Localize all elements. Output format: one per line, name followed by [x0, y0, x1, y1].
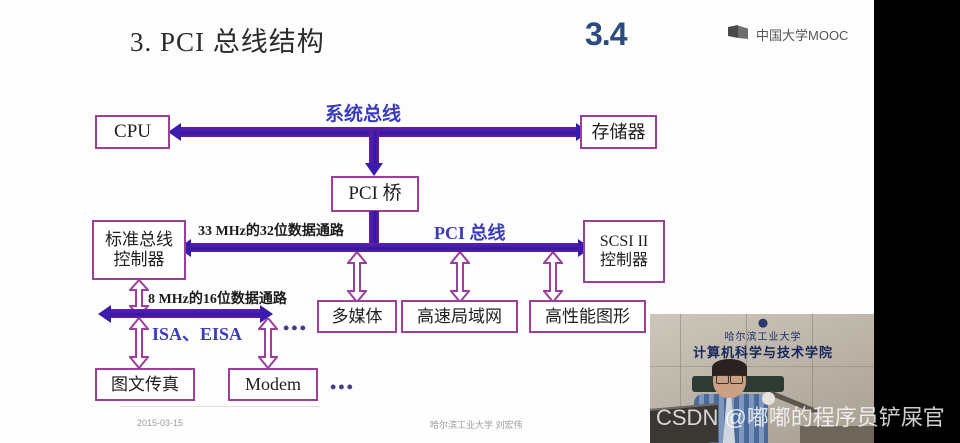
system-bus-label: 系统总线 [325, 104, 402, 125]
glasses-left-icon [716, 375, 729, 384]
box-modem-label: Modem [245, 374, 301, 395]
box-fax-label: 图文传真 [111, 374, 179, 394]
path-33mhz-label: 33 MHz的32位数据通路 [198, 224, 344, 239]
pci-bridge-drop [369, 211, 379, 249]
isa-bus-line [110, 309, 262, 318]
system-bus-line [180, 127, 578, 137]
glasses-right-icon [730, 375, 743, 384]
csdn-watermark: CSDN @嘟嘟的程序员铲屎官 [656, 405, 945, 430]
box-modem: Modem [228, 368, 318, 401]
box-standard-bus-controller: 标准总线 控制器 [92, 220, 186, 280]
box-fax: 图文传真 [95, 368, 195, 401]
box-pci-bridge-label: PCI 桥 [348, 183, 402, 205]
footer-date: 2015-03-15 [137, 418, 184, 428]
desk [800, 426, 874, 443]
box-standard-bus-controller-label1: 标准总线 [105, 230, 173, 250]
pci-bus-line [190, 243, 580, 252]
microphone-head [762, 392, 775, 405]
box-memory: 存储器 [580, 115, 657, 149]
box-scsi-controller-label2: 控制器 [599, 251, 648, 269]
slide-canvas: 3. PCI 总线结构 3.4 中国大学MOOC 系统总线 CPU [0, 0, 874, 443]
lecturer-hair [712, 359, 747, 376]
path-8mhz-label: 8 MHz的16位数据通路 [148, 292, 287, 307]
box-lan: 高速局域网 [401, 300, 518, 333]
footer-divider [120, 406, 320, 407]
connector-controller-isa [129, 280, 149, 316]
video-banner-line1: 哈尔滨工业大学 [724, 332, 802, 343]
connector-pci-graphics [543, 252, 563, 302]
system-bus-arrow-left [168, 123, 181, 141]
box-lan-label: 高速局域网 [417, 306, 502, 326]
box-memory-label: 存储器 [591, 121, 646, 142]
box-standard-bus-controller-label2: 控制器 [113, 250, 165, 269]
box-graphics-label: 高性能图形 [545, 306, 630, 326]
system-bus-drop-arrow [365, 163, 383, 176]
mooc-label: 中国大学MOOC [756, 28, 849, 43]
pci-bus-label: PCI 总线 [434, 223, 506, 243]
lecturer-shirt [722, 396, 736, 443]
connector-pci-multimedia [347, 252, 367, 302]
box-multimedia-label: 多媒体 [331, 306, 383, 326]
isa-bus-arrow-right [260, 305, 273, 323]
isa-eisa-label: ISA、EISA [152, 324, 243, 344]
isa-ellipsis: ••• [283, 318, 308, 338]
page-title: 3. PCI 总线结构 [130, 27, 325, 57]
box-multimedia: 多媒体 [317, 300, 397, 333]
box-cpu-label: CPU [114, 121, 151, 143]
box-scsi-controller: SCSI II 控制器 [583, 220, 665, 283]
section-number: 3.4 [585, 16, 627, 52]
box-scsi-controller-label1: SCSI II [599, 233, 649, 251]
connector-isa-fax [129, 318, 149, 368]
system-bus-drop [369, 131, 379, 164]
book-icon [727, 24, 751, 45]
lecturer-video[interactable]: 哈尔滨工业大学 计算机科学与技术学院 [650, 314, 874, 443]
connector-isa-modem [258, 318, 278, 368]
university-crest-icon [754, 316, 772, 328]
box-graphics: 高性能图形 [529, 300, 646, 333]
video-banner-line2: 计算机科学与技术学院 [692, 345, 833, 360]
modem-ellipsis: ••• [330, 377, 355, 397]
box-pci-bridge: PCI 桥 [331, 176, 419, 212]
box-cpu: CPU [95, 115, 170, 149]
footer-credit: 哈尔滨工业大学 刘宏伟 [430, 420, 523, 430]
isa-bus-arrow-left [98, 305, 111, 323]
connector-pci-lan [450, 252, 470, 302]
mooc-logo: 中国大学MOOC [727, 24, 848, 45]
